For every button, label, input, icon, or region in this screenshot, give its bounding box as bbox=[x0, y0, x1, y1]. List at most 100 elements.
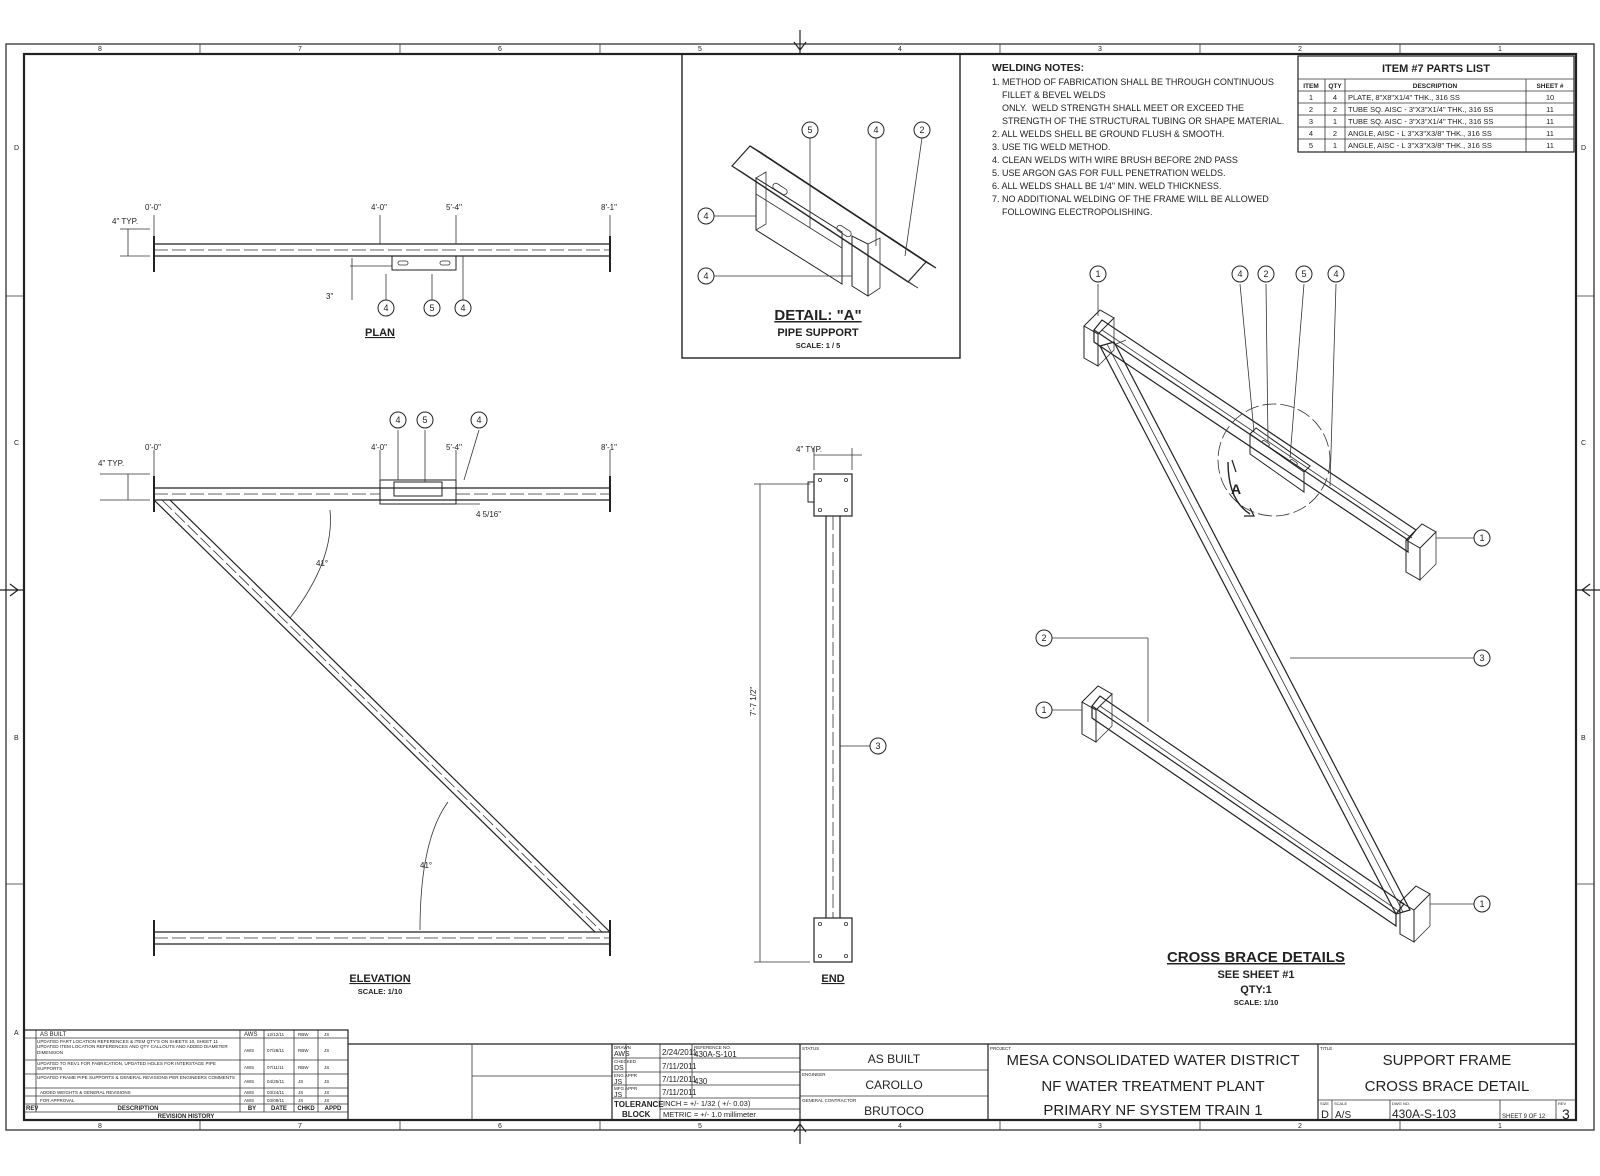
parts-r1-item: 1 bbox=[1309, 93, 1313, 102]
rev-r2-by: AWS bbox=[244, 1048, 254, 1053]
tb-title-label: TITLE bbox=[1320, 1046, 1332, 1051]
zone-row-d-left: D bbox=[14, 145, 19, 152]
parts-r3-sheet: 11 bbox=[1546, 117, 1554, 126]
zone-col-5-bottom: 5 bbox=[698, 1123, 702, 1130]
rev-r1-chkd: RBW bbox=[298, 1032, 309, 1037]
tb-drawn-label: DRAWN bbox=[614, 1045, 631, 1050]
cb-balloon-5: 5 bbox=[1301, 269, 1306, 279]
rev-r5-chkd: JS bbox=[298, 1090, 303, 1095]
zone-col-8-bottom: 8 bbox=[98, 1123, 102, 1130]
rev-r5-date: 03/24/11 bbox=[267, 1090, 285, 1095]
section-letter-a: A bbox=[1231, 481, 1241, 497]
tb-block-label: BLOCK bbox=[622, 1110, 651, 1119]
tb-dwg-label: DWG NO. bbox=[1392, 1101, 1410, 1106]
tb-title-line2: CROSS BRACE DETAIL bbox=[1365, 1078, 1530, 1095]
detail-balloon-4a: 4 bbox=[873, 125, 878, 135]
detail-balloon-5: 5 bbox=[807, 125, 812, 135]
plan-balloon-5: 5 bbox=[429, 303, 434, 313]
tb-project-line1: MESA CONSOLIDATED WATER DISTRICT bbox=[1006, 1052, 1299, 1069]
zone-col-4-top: 4 bbox=[898, 46, 902, 53]
welding-note-line-8: 5. USE ARGON GAS FOR FULL PENETRATION WE… bbox=[992, 168, 1226, 178]
rev-r5-by: AWS bbox=[244, 1090, 254, 1095]
tb-size: D bbox=[1321, 1109, 1329, 1121]
tb-tol-metric: METRIC = +/- 1.0 millimeter bbox=[663, 1110, 756, 1119]
parts-r5-qty: 1 bbox=[1333, 141, 1337, 150]
parts-r3-item: 3 bbox=[1309, 117, 1313, 126]
elevation-title: ELEVATION bbox=[349, 973, 410, 985]
elevation-balloon-labels: 4 5 4 bbox=[395, 415, 481, 425]
parts-r4-sheet: 11 bbox=[1546, 129, 1554, 138]
rev-r4-date: 04/25/11 bbox=[267, 1079, 285, 1084]
parts-r2-qty: 2 bbox=[1333, 105, 1337, 114]
tb-tolerance-label: TOLERANCE bbox=[614, 1100, 664, 1109]
zone-col-6-top: 6 bbox=[498, 46, 502, 53]
zone-row-b-left: B bbox=[14, 735, 19, 742]
tb-mfg-date: 7/11/2011 bbox=[662, 1088, 697, 1097]
tb-eng-by: JS bbox=[614, 1079, 623, 1086]
plan-title: PLAN bbox=[365, 327, 395, 339]
tb-project-label: PROJECT bbox=[990, 1046, 1011, 1051]
welding-note-line-5: 2. ALL WELDS SHELL BE GROUND FLUSH & SMO… bbox=[992, 129, 1224, 139]
end-dim-height: 7'-7 1/2" bbox=[749, 687, 758, 716]
welding-note-line-7: 4. CLEAN WELDS WITH WIRE BRUSH BEFORE 2N… bbox=[992, 155, 1238, 165]
parts-hdr-item: ITEM bbox=[1303, 83, 1319, 90]
zone-col-1-bottom: 1 bbox=[1498, 1123, 1502, 1130]
tb-checked-date: 7/11/2011 bbox=[662, 1062, 697, 1071]
revision-history-title: REVISION HISTORY bbox=[158, 1114, 215, 1120]
end-balloon-3: 3 bbox=[875, 741, 880, 751]
rev-r4-chkd: JS bbox=[298, 1079, 303, 1084]
plan-dim-typ: 4" TYP. bbox=[112, 217, 138, 226]
elev-dim-offset: 4 5/16" bbox=[476, 510, 501, 519]
zone-col-3-top: 3 bbox=[1098, 46, 1102, 53]
tb-eng-label: ENG APPR bbox=[614, 1073, 638, 1078]
zone-col-3-bottom: 3 bbox=[1098, 1123, 1102, 1130]
elevation-dim-labels: 0'-0" 4'-0" 5'-4" 8'-1" 4" TYP. 4 5/16" … bbox=[98, 443, 617, 870]
plan-dim-5-4: 5'-4" bbox=[446, 203, 462, 212]
tb-tol-inch: INCH = +/- 1/32 ( +/- 0.03) bbox=[663, 1099, 751, 1108]
rev-r2-desc: UPDATED PART LOCATION REFERENCES & ITEM … bbox=[37, 1039, 228, 1055]
tb-sheet: SHEET 9 OF 12 bbox=[1502, 1114, 1546, 1120]
rev-r3-date: 07/11/11 bbox=[267, 1065, 284, 1070]
rev-hdr-rev: REV bbox=[26, 1106, 38, 1112]
parts-r1-desc: PLATE, 8"X8"X1/4" THK., 316 SS bbox=[1348, 93, 1460, 102]
tb-checked-label: CHECKED bbox=[614, 1059, 637, 1064]
cross-brace-qty: QTY:1 bbox=[1240, 984, 1272, 996]
cb-balloon-1d: 1 bbox=[1479, 899, 1484, 909]
zone-col-1-top: 1 bbox=[1498, 46, 1502, 53]
rev-hdr-appd: APPD bbox=[325, 1106, 342, 1112]
tb-ref-label: REFERENCE NO. bbox=[694, 1045, 731, 1050]
detail-balloon-4c: 4 bbox=[703, 271, 708, 281]
parts-r4-qty: 2 bbox=[1333, 129, 1337, 138]
elevation-scale: SCALE: 1/10 bbox=[358, 987, 403, 996]
welding-note-line-10: 7. NO ADDITIONAL WELDING OF THE FRAME WI… bbox=[992, 194, 1269, 204]
outer-border bbox=[5, 43, 1595, 1131]
end-view bbox=[754, 448, 887, 963]
zone-row-a-left: A bbox=[14, 1030, 19, 1037]
elev-balloon-4b: 4 bbox=[476, 415, 481, 425]
tb-size-label: SIZE bbox=[1320, 1101, 1329, 1106]
parts-r4-desc: ANGLE, AISC - L 3"X3"X3/8" THK., 316 SS bbox=[1348, 129, 1492, 138]
tb-ref-value: 430A-S-101 bbox=[694, 1050, 737, 1059]
title-block-grid bbox=[348, 1043, 1576, 1120]
parts-r3-qty: 1 bbox=[1333, 117, 1337, 126]
tb-gc: BRUTOCO bbox=[864, 1104, 924, 1118]
center-marks bbox=[0, 30, 1600, 1144]
cb-balloon-4a: 4 bbox=[1237, 269, 1242, 279]
rev-r6-date: 03/09/11 bbox=[267, 1098, 285, 1103]
zone-row-b-right: B bbox=[1581, 735, 1586, 742]
tb-status: AS BUILT bbox=[868, 1052, 921, 1066]
plan-balloon-4a: 4 bbox=[383, 303, 388, 313]
tb-rev: 3 bbox=[1562, 1106, 1570, 1122]
parts-r3-desc: TUBE SQ. AISC - 3"X3"X1/4" THK., 316 SS bbox=[1348, 117, 1493, 126]
zone-col-7-top: 7 bbox=[298, 46, 302, 53]
detail-a-balloon-labels: 5 4 2 4 4 bbox=[703, 125, 924, 281]
revision-history-cells: AWS 07/28/11 RBW JS AWS 07/11/11 RBW JS … bbox=[40, 1048, 329, 1103]
parts-r4-item: 4 bbox=[1309, 129, 1313, 138]
plan-dim-3: 3" bbox=[326, 292, 333, 301]
rev-r4-desc-box: UPDATED FRAME PIPE SUPPORTS & GENERAL RE… bbox=[37, 1075, 235, 1080]
plan-dim-8-1: 8'-1" bbox=[601, 203, 617, 212]
parts-list-title: ITEM #7 PARTS LIST bbox=[1382, 63, 1490, 75]
welding-note-line-6: 3. USE TIG WELD METHOD. bbox=[992, 142, 1110, 152]
zone-col-2-top: 2 bbox=[1298, 46, 1302, 53]
elev-balloon-4a: 4 bbox=[395, 415, 400, 425]
